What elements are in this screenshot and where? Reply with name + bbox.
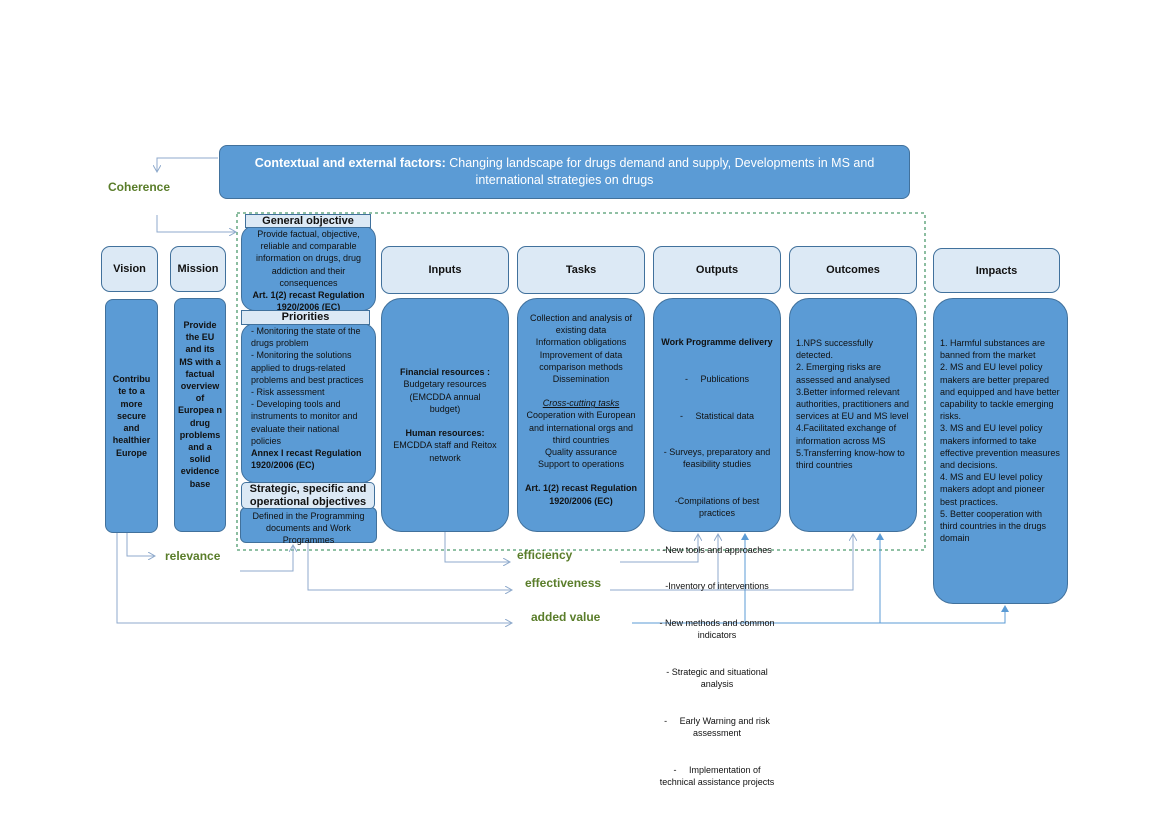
mission-body: Provide the EU and its MS with a factual… — [174, 298, 226, 532]
human-title: Human resources: — [405, 428, 485, 439]
financial-title: Financial resources : — [399, 367, 491, 378]
coherence-arrow-top — [157, 157, 218, 172]
outcome-item: 1.NPS successfully detected. — [796, 338, 874, 361]
outputs-body: Work Programme delivery - Publications -… — [653, 298, 781, 787]
context-title: Contextual and external factors: — [254, 156, 446, 170]
outcomes-body: 1.NPS successfully detected. 2. Emerging… — [789, 298, 917, 532]
cross-task-item: Cooperation with European and internatio… — [526, 410, 636, 445]
priority-item: - Developing tools and instruments to mo… — [251, 399, 358, 446]
output-item: - Implementation of technical assistance… — [659, 764, 775, 787]
general-objective-text: Provide factual, objective, reliable and… — [255, 229, 362, 288]
human-text: EMCDDA staff and Reitox network — [393, 440, 497, 463]
output-item: - Publications — [684, 374, 750, 385]
output-item: -Compilations of best practices — [674, 496, 762, 519]
priorities-ref: Annex I recast Regulation 1920/2006 (EC) — [251, 448, 362, 471]
effectiveness-label: effectiveness — [525, 576, 602, 590]
efficiency-arrow — [444, 532, 510, 562]
impact-item: 4. MS and EU level policy makers adopt a… — [940, 472, 1045, 507]
inputs-header: Inputs — [381, 246, 509, 294]
vision-header: Vision — [101, 246, 158, 292]
added-value-to-impacts — [632, 605, 1009, 624]
relevance-return — [240, 545, 293, 572]
scope-dashed-frame — [236, 212, 926, 551]
impact-item: 1. Harmful substances are banned from th… — [940, 338, 1046, 361]
strategic-label: Strategic, specific and operational obje… — [241, 482, 375, 509]
tasks-ref: Art. 1(2) recast Regulation 1920/2006 (E… — [524, 483, 638, 506]
added-value-arrow — [116, 533, 512, 623]
output-item: - Early Warning and risk assessment — [664, 715, 773, 738]
task-item: Dissemination — [552, 374, 610, 385]
relevance-label: relevance — [165, 549, 221, 563]
efficiency-label: efficiency — [517, 548, 573, 562]
priority-item: - Monitoring the solutions applied to dr… — [251, 350, 364, 385]
output-item: - New methods and common indicators — [659, 618, 778, 641]
impact-item: 2. MS and EU level policy makers are bet… — [940, 362, 1060, 422]
cross-task-item: Support to operations — [537, 459, 625, 470]
general-objective-ref: Art. 1(2) recast Regulation 1920/2006 (E… — [252, 290, 365, 313]
output-item: - Strategic and situational analysis — [666, 666, 771, 690]
tasks-header: Tasks — [517, 246, 645, 294]
impacts-body: 1. Harmful substances are banned from th… — [933, 298, 1068, 604]
general-objective-body: Provide factual, objective, reliable and… — [241, 225, 376, 313]
priorities-body: - Monitoring the state of the drugs prob… — [241, 323, 376, 483]
coherence-label: Coherence — [108, 180, 171, 194]
outcome-item: 3.Better informed relevant authorities, … — [796, 386, 910, 422]
effectiveness-to-outcomes — [610, 534, 853, 591]
efficiency-to-outputs — [620, 534, 698, 563]
outputs-title: Work Programme delivery — [661, 337, 773, 348]
added-value-label: added value — [531, 610, 601, 624]
relevance-arrow — [126, 533, 155, 556]
impact-item: 5. Better cooperation with third countri… — [940, 508, 1047, 544]
output-item: -Inventory of interventions — [665, 581, 769, 592]
general-objective-label: General objective — [245, 214, 371, 228]
mission-header: Mission — [170, 246, 226, 292]
task-item: Improvement of data comparison methods — [539, 349, 623, 372]
output-item: - Surveys, preparatory and feasibility s… — [663, 447, 773, 470]
tasks-body: Collection and analysis of existing data… — [517, 298, 645, 532]
strategic-body: Defined in the Programming documents and… — [240, 507, 377, 545]
outcome-item: 2. Emerging risks are assessed and analy… — [796, 362, 891, 385]
priorities-label: Priorities — [241, 310, 370, 325]
outputs-header: Outputs — [653, 246, 781, 294]
outcome-item: 5.Transferring know-how to third countri… — [796, 447, 905, 471]
priority-item: - Monitoring the state of the drugs prob… — [251, 326, 361, 349]
impact-item: 3. MS and EU level policy makers informe… — [940, 423, 1060, 471]
task-item: Collection and analysis of existing data — [529, 313, 633, 336]
vision-body: Contribu te to a more secure and healthi… — [105, 299, 158, 533]
output-item: - Statistical data — [679, 410, 755, 421]
task-item: Information obligations — [535, 337, 627, 348]
context-box: Contextual and external factors: Changin… — [219, 145, 910, 199]
outcomes-header: Outcomes — [789, 246, 917, 294]
impacts-header: Impacts — [933, 248, 1060, 293]
coherence-arrow-bottom — [156, 215, 236, 232]
output-item: -New tools and approaches — [662, 544, 772, 555]
financial-text: Budgetary resources (EMCDDA annual budge… — [403, 379, 487, 414]
effectiveness-arrow — [307, 543, 512, 590]
cross-task-item: Quality assurance — [544, 447, 618, 458]
inputs-body: Financial resources : Budgetary resource… — [381, 298, 509, 532]
outcome-item: 4.Facilitated exchange of information ac… — [796, 423, 897, 446]
context-text: Changing landscape for drugs demand and … — [449, 156, 875, 187]
priority-item: - Risk assessment — [251, 387, 325, 398]
cross-cutting-title: Cross-cutting tasks — [542, 398, 620, 409]
